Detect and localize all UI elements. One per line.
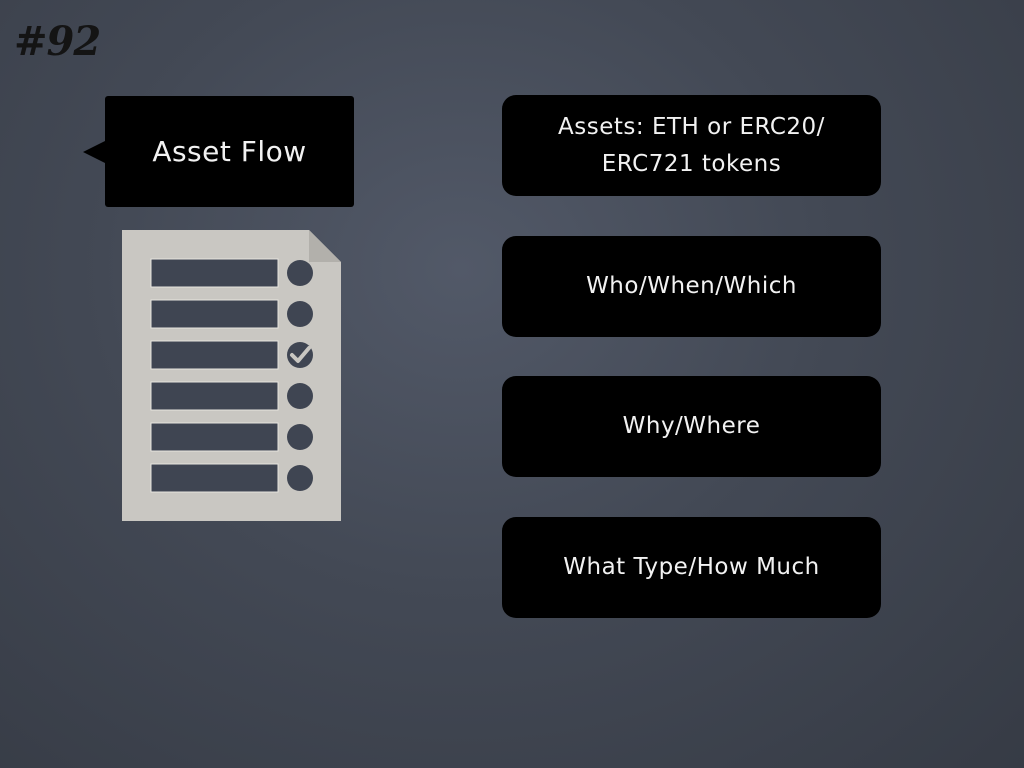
info-box-what-type-how-much: What Type/How Much — [502, 517, 881, 618]
checklist-row-circle — [287, 465, 313, 491]
info-box-text: Why/Where — [622, 413, 761, 439]
slide-title: Asset Flow — [152, 135, 307, 168]
document-fold — [309, 230, 341, 262]
info-box-who-when-which: Who/When/Which — [502, 236, 881, 337]
checklist-row-bar — [150, 340, 279, 370]
checklist-document-icon — [122, 230, 341, 521]
info-box-text: Who/When/Which — [586, 273, 797, 299]
checklist-row-bar — [150, 258, 279, 288]
slide-number: #92 — [14, 18, 101, 65]
checklist-row-circle — [287, 383, 313, 409]
checklist-row-bar — [150, 381, 279, 411]
checklist-row-bar — [150, 422, 279, 452]
checklist-row-bar — [150, 299, 279, 329]
checklist-row-circle — [287, 424, 313, 450]
title-callout: Asset Flow — [83, 96, 354, 207]
info-box-why-where: Why/Where — [502, 376, 881, 477]
checklist-row-circle — [287, 260, 313, 286]
checklist-row-circle — [287, 301, 313, 327]
info-box-text: Assets: ETH or ERC20/ ERC721 tokens — [558, 113, 825, 177]
info-box-text: What Type/How Much — [563, 554, 820, 580]
checklist-row-bar — [150, 463, 279, 493]
checkmark-icon — [290, 346, 311, 363]
info-box-assets: Assets: ETH or ERC20/ ERC721 tokens — [502, 95, 881, 196]
